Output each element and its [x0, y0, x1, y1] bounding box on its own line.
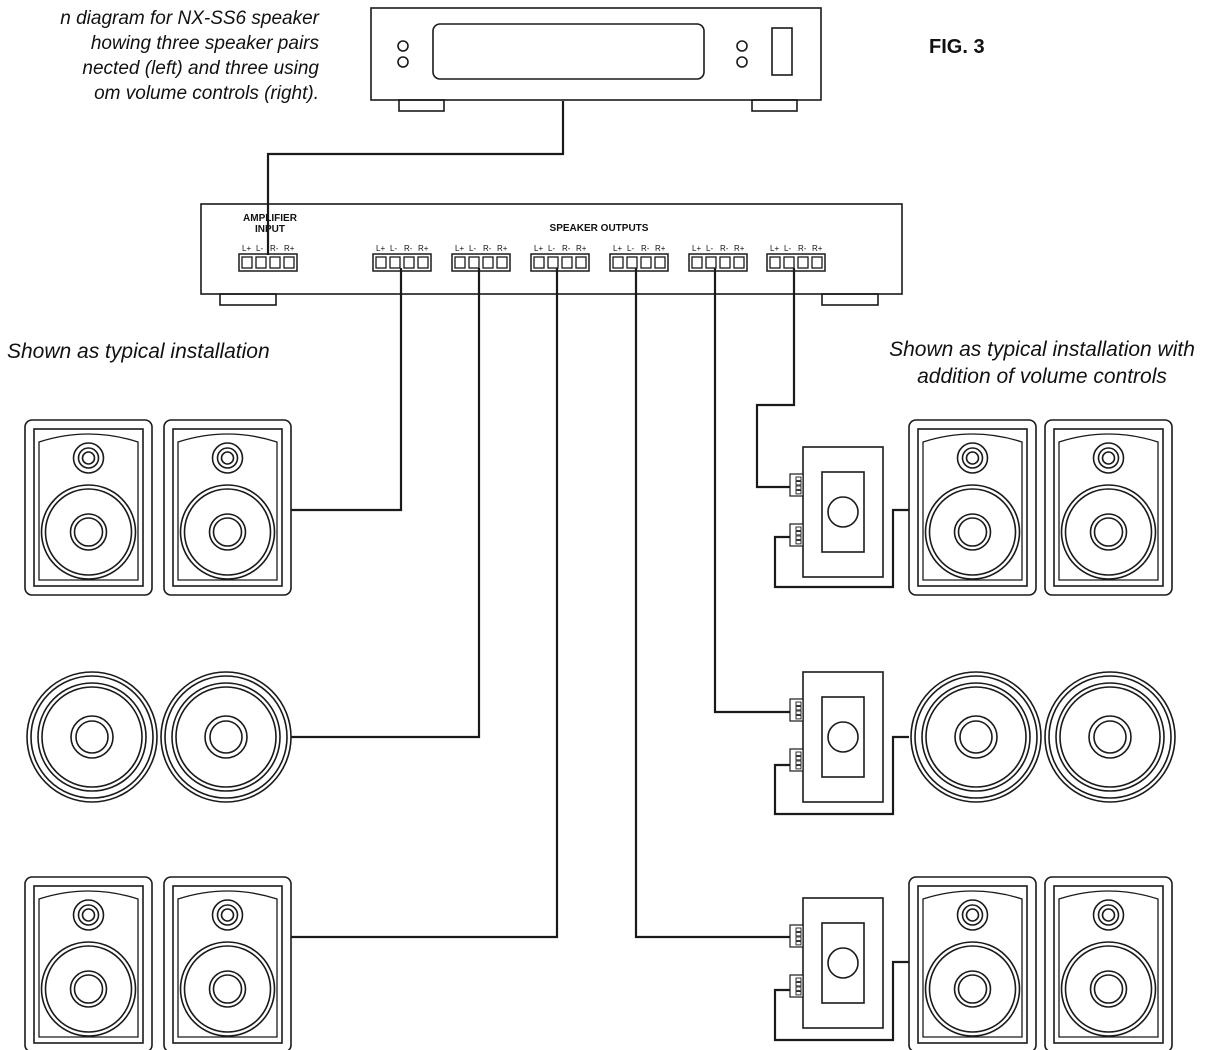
left-pair1-speaker-right: [163, 419, 292, 596]
wire-vc1-to-speakers: [773, 508, 909, 589]
terminal-label: R+: [418, 244, 429, 253]
right-volume-control-2: [789, 671, 884, 803]
wire-output2-to-left-pair2: [291, 268, 481, 739]
left-pair2-speaker-left: [26, 671, 158, 803]
figure-label: FIG. 3: [929, 36, 985, 58]
right-pair3-speaker-left: [908, 876, 1037, 1050]
terminal-label: R+: [655, 244, 666, 253]
diagram-caption: n diagram for NX-SS6 speaker howing thre…: [60, 8, 319, 104]
terminal-label: L-: [627, 244, 634, 253]
terminal-label: R+: [497, 244, 508, 253]
terminal-label: R-: [562, 244, 571, 253]
terminal-label: L+: [242, 244, 251, 253]
right-installation-label: Shown as typical installation with addit…: [889, 338, 1195, 388]
wire-output1-to-left-pair1: [291, 268, 403, 512]
terminal-label: R+: [812, 244, 823, 253]
wire-vc3-to-speakers: [773, 960, 909, 1042]
terminal-label: R+: [284, 244, 295, 253]
left-pair3-speaker-right: [163, 876, 292, 1050]
speaker-output-terminal-3: L+ L- R- R+: [530, 244, 590, 272]
terminal-label: L-: [469, 244, 476, 253]
terminal-label: L-: [706, 244, 713, 253]
wire-output6-to-right-vc1: [755, 268, 796, 489]
terminal-label: L+: [770, 244, 779, 253]
terminal-label: L+: [455, 244, 464, 253]
wire-output3-to-left-pair3: [291, 268, 559, 939]
speaker-output-terminal-6: L+ L- R- R+: [766, 244, 826, 272]
amplifier-unit: [200, 203, 903, 306]
right-pair1-speaker-left: [908, 419, 1037, 596]
speaker-output-terminal-4: L+ L- R- R+: [609, 244, 669, 272]
amplifier-terminals: L+ L- R- R+ L+ L- R- R+ L+ L- R- R+ L+ L- R- R+ L+ L- R- R+…: [238, 244, 826, 272]
left-installation-label: Shown as typical installation: [7, 340, 270, 363]
left-pair2-speaker-right: [160, 671, 292, 803]
terminal-label: L+: [613, 244, 622, 253]
terminal-label: R+: [576, 244, 587, 253]
terminal-label: L+: [376, 244, 385, 253]
amplifier-input-label-1: AMPLIFIER: [243, 213, 298, 224]
right-volume-control-1: [789, 446, 884, 578]
right-pair1-speaker-right: [1044, 419, 1173, 596]
wiring: [266, 101, 909, 1042]
terminal-label: R-: [483, 244, 492, 253]
wire-vc2-to-speakers: [773, 735, 909, 816]
right-pair2-speaker-right: [1044, 671, 1176, 803]
amplifier-input-label-2: INPUT: [255, 224, 285, 235]
terminal-label: L-: [390, 244, 397, 253]
terminal-label: R-: [798, 244, 807, 253]
speaker-output-terminal-5: L+ L- R- R+: [688, 244, 748, 272]
speaker-output-terminal-2: L+ L- R- R+: [451, 244, 511, 272]
speaker-outputs-label: SPEAKER OUTPUTS: [550, 223, 649, 234]
speaker-output-terminal-1: L+ L- R- R+: [372, 244, 432, 272]
terminal-label: L-: [784, 244, 791, 253]
left-pair1-speaker-left: [24, 419, 153, 596]
terminal-label: R+: [734, 244, 745, 253]
right-pair2-speaker-left: [910, 671, 1042, 803]
amp-input-terminal: L+ L- R- R+: [238, 244, 298, 272]
terminal-label: L+: [534, 244, 543, 253]
terminal-label: R-: [641, 244, 650, 253]
wire-output4-to-right-vc3: [634, 268, 790, 939]
right-volume-control-3: [789, 897, 884, 1029]
wire-source-to-amp-input: [266, 101, 565, 255]
terminal-label: R-: [404, 244, 413, 253]
left-pair3-speaker-left: [24, 876, 153, 1050]
terminal-label: L+: [692, 244, 701, 253]
source-component: [370, 7, 822, 112]
terminal-label: L-: [548, 244, 555, 253]
terminal-label: R-: [720, 244, 729, 253]
wire-output5-to-right-vc2: [713, 268, 790, 714]
right-pair3-speaker-right: [1044, 876, 1173, 1050]
terminal-label: R-: [270, 244, 279, 253]
terminal-label: L-: [256, 244, 263, 253]
